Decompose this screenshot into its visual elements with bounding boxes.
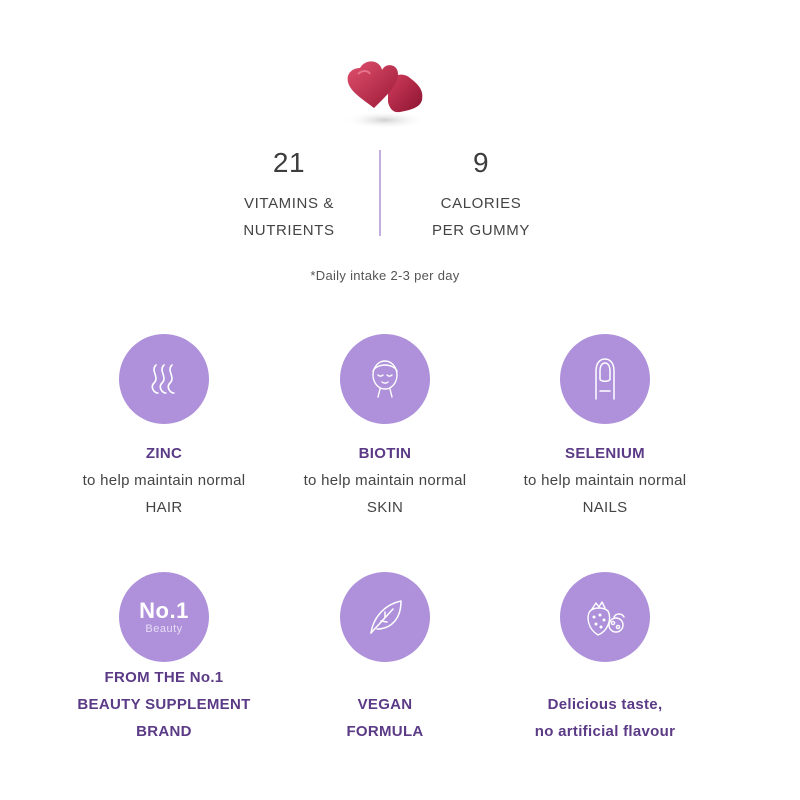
claim-line: Delicious taste, <box>547 696 663 713</box>
claim-line: no artificial flavour <box>534 723 676 740</box>
benefit-title: SELENIUM <box>565 445 645 462</box>
stat-divider <box>379 150 381 236</box>
benefit-line: to help maintain normal <box>303 472 467 489</box>
claim-vegan: VEGAN FORMULA <box>275 572 495 745</box>
stat-label-line: CALORIES <box>440 195 522 212</box>
stat-label-line: PER GUMMY <box>432 222 530 239</box>
gummy-product-image <box>340 56 430 132</box>
benefit-line: to help maintain normal <box>523 472 687 489</box>
stat-label-line: VITAMINS & <box>244 195 334 212</box>
stat-calories: 9 CALORIES PER GUMMY <box>396 146 566 244</box>
no1-badge: No.1 Beauty <box>119 572 209 662</box>
claim-line: VEGAN <box>357 696 413 713</box>
leaf-icon <box>340 572 430 662</box>
hair-icon <box>119 334 209 424</box>
benefit-target: SKIN <box>366 499 404 516</box>
benefit-title: BIOTIN <box>358 445 412 462</box>
badge-main-text: No.1 <box>139 598 189 623</box>
stat-vitamins: 21 VITAMINS & NUTRIENTS <box>204 146 374 244</box>
claim-line: FROM THE No.1 <box>104 669 224 686</box>
benefit-title: ZINC <box>145 445 183 462</box>
nail-icon <box>560 334 650 424</box>
stat-value: 9 <box>472 147 490 178</box>
claim-line: BEAUTY SUPPLEMENT <box>77 696 251 713</box>
strawberry-icon <box>560 572 650 662</box>
benefit-target: NAILS <box>582 499 628 516</box>
benefit-selenium: SELENIUM to help maintain normal NAILS <box>495 334 715 521</box>
benefit-target: HAIR <box>145 499 183 516</box>
stat-label: VITAMINS & NUTRIENTS <box>204 190 374 244</box>
claim-taste: Delicious taste, no artificial flavour <box>495 572 715 745</box>
claim-no1-brand: No.1 Beauty FROM THE No.1 BEAUTY SUPPLEM… <box>54 572 274 745</box>
benefit-zinc: ZINC to help maintain normal HAIR <box>54 334 274 521</box>
claim-line: BRAND <box>136 723 192 740</box>
claim-line: FORMULA <box>346 723 424 740</box>
benefit-line: to help maintain normal <box>82 472 246 489</box>
stat-label: CALORIES PER GUMMY <box>396 190 566 244</box>
benefit-biotin: BIOTIN to help maintain normal SKIN <box>275 334 495 521</box>
face-icon <box>340 334 430 424</box>
stat-label-line: NUTRIENTS <box>243 222 335 239</box>
badge-sub-text: Beauty <box>145 623 183 635</box>
intake-note: *Daily intake 2-3 per day <box>310 268 460 283</box>
stat-value: 21 <box>272 147 306 178</box>
